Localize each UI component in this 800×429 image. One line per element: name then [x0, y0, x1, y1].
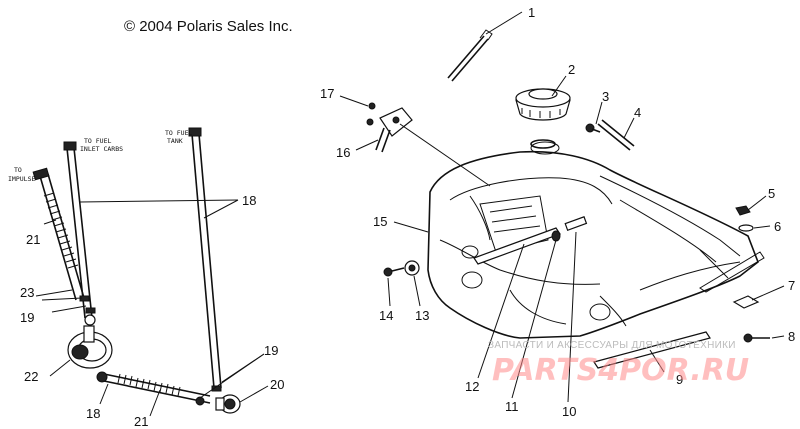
hose-label-impulse-2: IMPULSE	[8, 175, 35, 183]
callout-5: 5	[768, 186, 775, 201]
hose-label-tank-1: TO FUEL	[165, 129, 192, 137]
washer-6	[738, 224, 754, 232]
callout-12: 12	[465, 379, 479, 394]
callout-numbers: 1 2 3 4 5 6 7 8 9 10 11 12 13 14 15 16 1…	[20, 5, 795, 429]
hose-label-tank-2: TANK	[167, 137, 183, 145]
fuel-petcock	[67, 314, 113, 369]
callout-19-right: 19	[264, 343, 278, 358]
hose-label-carbs-1: TO FUEL	[84, 137, 111, 145]
fuel-line-assembly	[32, 127, 241, 414]
callout-16: 16	[336, 145, 350, 160]
callout-13: 13	[415, 308, 429, 323]
callout-22: 22	[24, 369, 38, 384]
carb-inlet-hose	[63, 141, 93, 319]
impulse-hose	[32, 167, 85, 301]
callout-20: 20	[270, 377, 284, 392]
callout-2: 2	[568, 62, 575, 77]
callout-19-left: 19	[20, 310, 34, 325]
fuel-tank	[427, 141, 765, 339]
bolt-14	[383, 267, 405, 277]
bolt-8	[743, 333, 770, 343]
fuel-sender	[366, 102, 413, 153]
callout-10: 10	[562, 404, 576, 419]
fuel-fitting	[215, 394, 241, 414]
nut-5	[735, 205, 751, 216]
callout-23: 23	[20, 285, 34, 300]
callout-14: 14	[379, 308, 393, 323]
callout-15: 15	[373, 214, 387, 229]
callout-21-lower: 21	[134, 414, 148, 429]
callout-4: 4	[634, 105, 641, 120]
cap-gasket	[530, 139, 556, 149]
fuel-cap	[515, 88, 571, 121]
callout-1: 1	[528, 5, 535, 20]
watermark: ЗАПЧАСТИ И АКСЕССУАРЫ ДЛЯ МОТОТЕХНИКИ PA…	[488, 340, 749, 388]
hose-label-carbs-2: INLET CARBS	[80, 145, 123, 153]
spring-coil-21-upper	[43, 192, 79, 269]
copyright-notice: © 2004 Polaris Sales Inc.	[124, 18, 293, 35]
strap-9	[593, 331, 711, 369]
callout-21-upper: 21	[26, 232, 40, 247]
callout-9: 9	[676, 372, 683, 387]
leader-lines	[35, 11, 785, 417]
vent-line	[447, 29, 493, 82]
callout-17: 17	[320, 86, 334, 101]
rod-4	[597, 119, 635, 151]
callout-6: 6	[774, 219, 781, 234]
callout-11: 11	[505, 399, 519, 414]
callout-18-lower: 18	[86, 406, 100, 421]
tank-hose	[188, 127, 222, 389]
callout-7: 7	[788, 278, 795, 293]
grommet-13	[404, 260, 420, 276]
lower-hose	[96, 371, 211, 406]
callout-8: 8	[788, 329, 795, 344]
watermark-logo: PARTS4POR.RU	[492, 353, 749, 388]
callout-3: 3	[602, 89, 609, 104]
callout-18-upper: 18	[242, 193, 256, 208]
strap-12	[473, 227, 561, 265]
hose-label-impulse-1: TO	[14, 166, 22, 174]
spring-coil-21-lower	[117, 373, 181, 397]
hose-clamps	[79, 295, 222, 392]
clamp-10-11	[551, 216, 588, 242]
watermark-tagline: ЗАПЧАСТИ И АКСЕССУАРЫ ДЛЯ МОТОТЕХНИКИ	[488, 340, 736, 351]
clip-7	[732, 295, 760, 309]
bolt-3	[585, 123, 601, 133]
